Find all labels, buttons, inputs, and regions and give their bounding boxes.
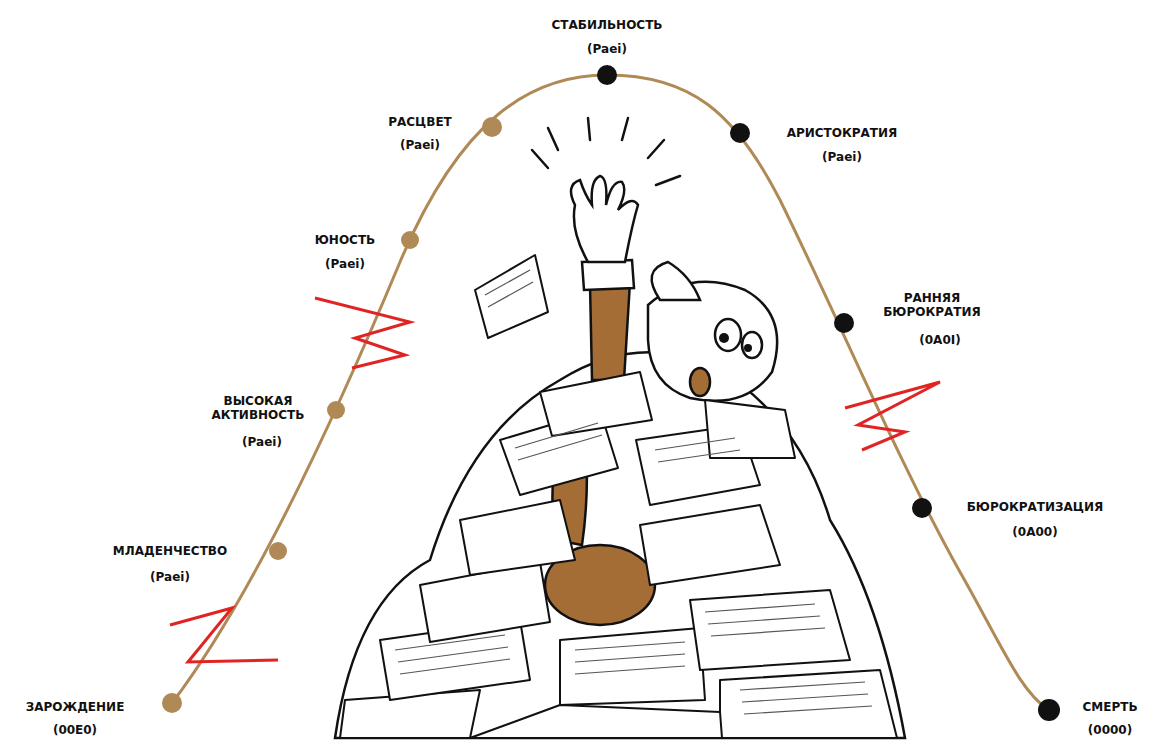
stage-code: (Paei) (325, 257, 365, 271)
papers (340, 255, 897, 738)
stage-code: (Paei) (822, 150, 862, 164)
paper-lines (395, 270, 872, 714)
pupil (719, 333, 729, 343)
stage-code: (0A00) (1012, 525, 1057, 539)
stage-name: ЗАРОЖДЕНИЕ (26, 700, 125, 714)
arm-cuff (582, 260, 634, 290)
stage-code: (Paei) (150, 570, 190, 584)
stage-name: АРИСТОКРАТИЯ (787, 126, 898, 140)
stage-code: (00E0) (53, 723, 97, 737)
motion-lines (532, 118, 680, 185)
stage-code: (0A0I) (919, 333, 960, 347)
lifecycle-curve (172, 75, 1049, 710)
stage-name: РАСЦВЕТ (388, 115, 452, 129)
stage-name: ЮНОСТЬ (315, 233, 375, 247)
mouth (690, 368, 710, 396)
stage-code: (Paei) (587, 42, 627, 56)
paper-pile (335, 352, 905, 738)
nose (652, 262, 700, 300)
stage-name: МЛАДЕНЧЕСТВО (113, 544, 227, 558)
stage-name: СМЕРТЬ (1082, 700, 1137, 714)
eye (742, 332, 762, 358)
stage-code: (Paei) (242, 435, 282, 449)
hand (571, 176, 638, 262)
crisis-zigzag (170, 298, 940, 662)
stage-code: (0000) (1088, 723, 1132, 737)
stage-code: (Paei) (400, 138, 440, 152)
stage-name: РАННЯЯ БЮРОКРАТИЯ (877, 291, 987, 319)
eye (715, 319, 741, 351)
stage-dot (597, 65, 1060, 721)
arm-sleeve (590, 282, 630, 380)
stage-name: ВЫСОКАЯ АКТИВНОСТЬ (203, 394, 313, 422)
stage-dot (162, 117, 502, 713)
pupil (744, 344, 752, 352)
stage-name: БЮРОКРАТИЗАЦИЯ (967, 500, 1104, 514)
stage-name: СТАБИЛЬНОСТЬ (552, 18, 663, 32)
